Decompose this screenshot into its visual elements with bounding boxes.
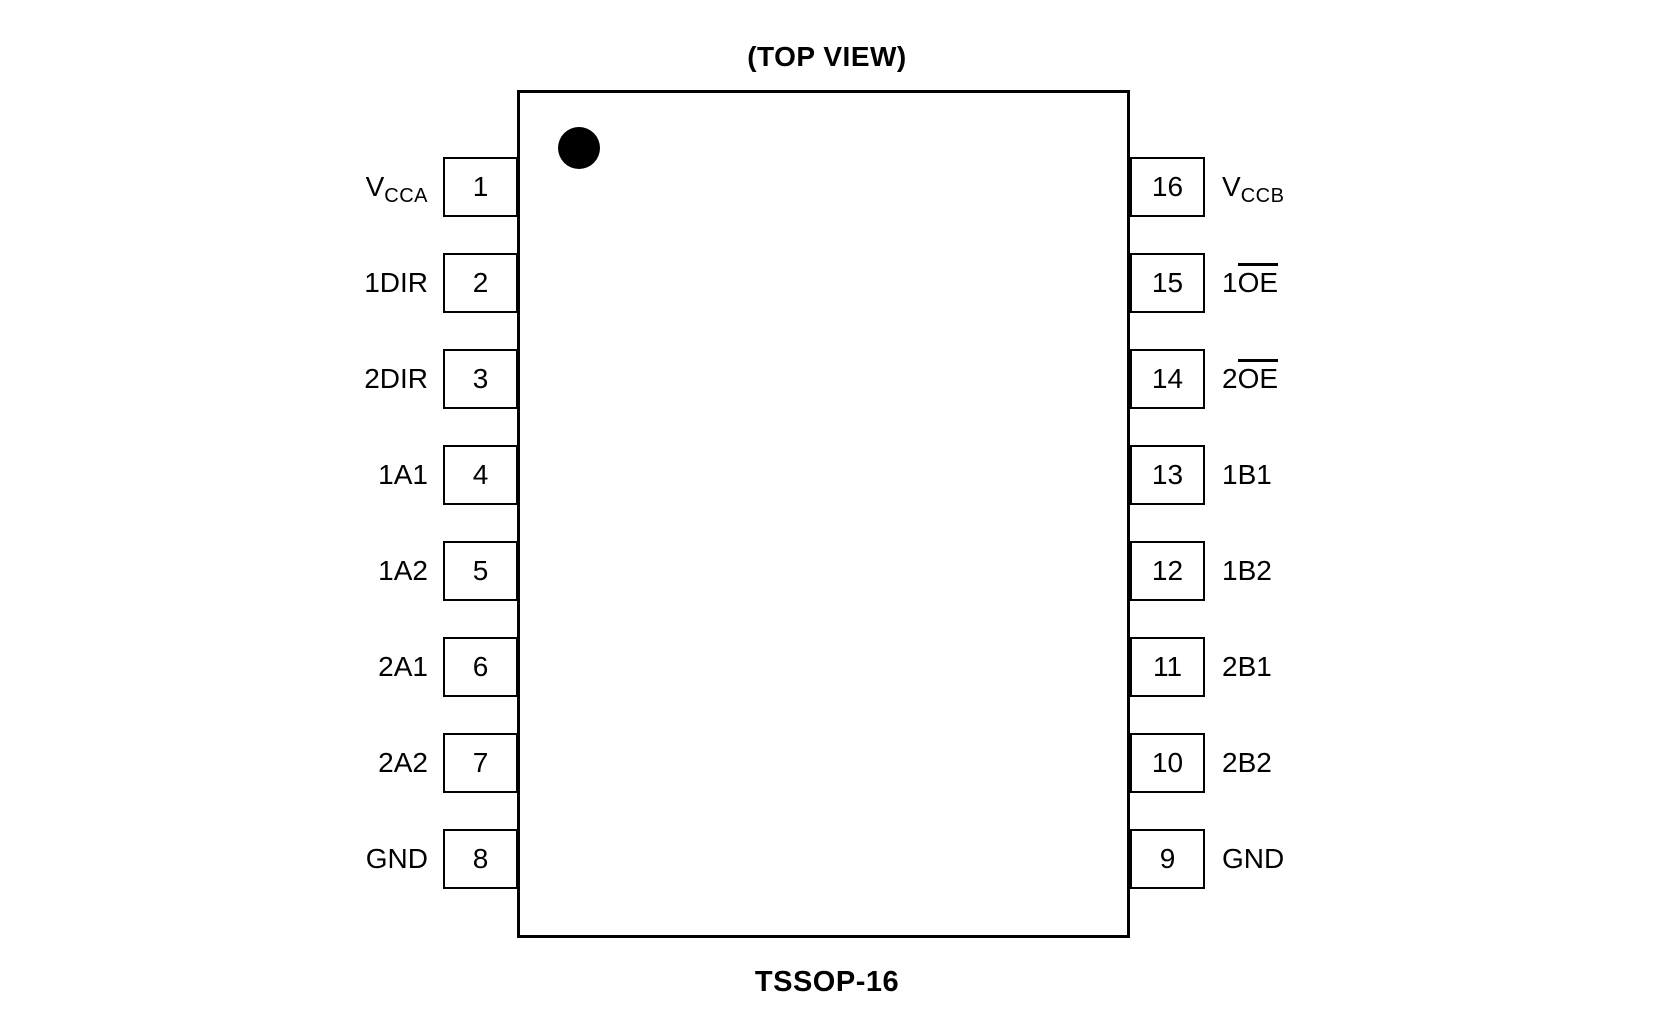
pin-label-1oe: 1OE	[1222, 253, 1562, 313]
pin-label-text: V	[1222, 171, 1241, 202]
pin-number: 16	[1151, 171, 1184, 202]
pin-box-10: 10	[1130, 733, 1205, 793]
pin-label-overline-text: OE	[1237, 359, 1279, 393]
pin-box-7: 7	[443, 733, 518, 793]
pin-box-2: 2	[443, 253, 518, 313]
pin-label-2a1: 2A1	[120, 637, 428, 697]
pin-label-subscript: CCA	[384, 185, 428, 207]
pin-box-12: 12	[1130, 541, 1205, 601]
pin-label-text: V	[365, 171, 385, 202]
pin-label-overline-text: OE	[1237, 263, 1279, 297]
pin-number: 7	[472, 747, 489, 778]
pin-box-3: 3	[443, 349, 518, 409]
pin-label-text: GND	[365, 843, 428, 874]
pin-label-text: 2DIR	[364, 363, 428, 394]
pin-label-text: 2A2	[378, 747, 428, 778]
pin-number: 4	[472, 459, 489, 490]
pin-label-2b1: 2B1	[1222, 637, 1562, 697]
pin-label-2dir: 2DIR	[120, 349, 428, 409]
diagram-title: (TOP VIEW)	[747, 41, 907, 72]
pin-number: 14	[1151, 363, 1184, 394]
pin-number: 8	[472, 843, 489, 874]
pin-label-text: 1B1	[1222, 459, 1272, 490]
pin-label-vcca: VCCA	[120, 157, 428, 217]
pin-box-5: 5	[443, 541, 518, 601]
pin1-indicator-dot	[558, 127, 600, 169]
package-name-label: TSSOP-16	[754, 966, 900, 998]
pin-label-2a2: 2A2	[120, 733, 428, 793]
pin-label-1dir: 1DIR	[120, 253, 428, 313]
pin-label-1a2: 1A2	[120, 541, 428, 601]
pin-label-text: GND	[1222, 843, 1285, 874]
ic-package-body	[517, 90, 1130, 938]
pin-box-16: 16	[1130, 157, 1205, 217]
pin-box-1: 1	[443, 157, 518, 217]
pin-box-14: 14	[1130, 349, 1205, 409]
pin-label-1b1: 1B1	[1222, 445, 1562, 505]
pin-label-text: 2A1	[378, 651, 428, 682]
pin-label-text: 1DIR	[364, 267, 428, 298]
pin-number: 2	[472, 267, 489, 298]
pin-label-2b2: 2B2	[1222, 733, 1562, 793]
pin-label-text: 2B1	[1222, 651, 1272, 682]
pin-label-text: 1A1	[378, 459, 428, 490]
pin-box-11: 11	[1130, 637, 1205, 697]
pin-number: 5	[472, 555, 489, 586]
pin-box-15: 15	[1130, 253, 1205, 313]
pin-label-text: 1A2	[378, 555, 428, 586]
pin-label-1a1: 1A1	[120, 445, 428, 505]
pin-box-13: 13	[1130, 445, 1205, 505]
pin-number: 11	[1152, 651, 1183, 682]
pin-box-4: 4	[443, 445, 518, 505]
pin-box-6: 6	[443, 637, 518, 697]
pin-number: 10	[1151, 747, 1184, 778]
pin-box-8: 8	[443, 829, 518, 889]
pin-label-gnd-left: GND	[120, 829, 428, 889]
pin-number: 1	[472, 171, 489, 202]
pin-number: 3	[472, 363, 489, 394]
pin-label-text: 2	[1222, 363, 1238, 394]
pin-box-9: 9	[1130, 829, 1205, 889]
pin-number: 13	[1151, 459, 1184, 490]
pin-number: 12	[1151, 555, 1184, 586]
pin-label-text: 2B2	[1222, 747, 1272, 778]
pin-number: 9	[1159, 843, 1176, 874]
pin-number: 15	[1151, 267, 1184, 298]
pin-label-text: 1B2	[1222, 555, 1272, 586]
pin-number: 6	[472, 651, 489, 682]
pin-label-vccb: VCCB	[1222, 157, 1562, 217]
pin-label-subscript: CCB	[1240, 185, 1285, 207]
pin-label-2oe: 2OE	[1222, 349, 1562, 409]
pin-label-gnd-right: GND	[1222, 829, 1562, 889]
pin-label-text: 1	[1222, 267, 1238, 298]
pin-label-1b2: 1B2	[1222, 541, 1562, 601]
